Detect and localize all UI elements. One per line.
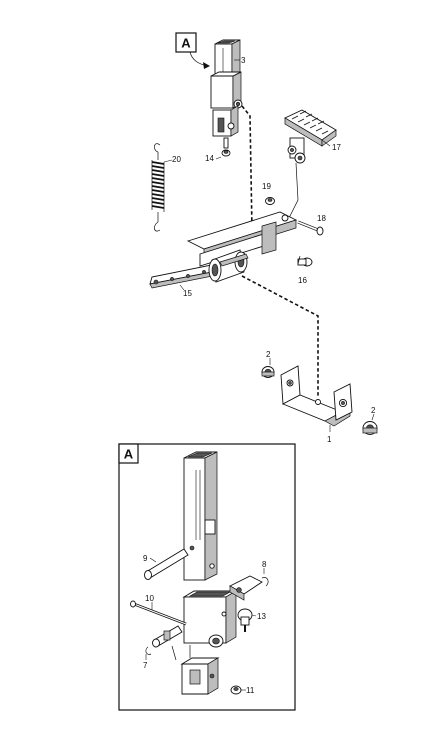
inset-part-10-rod xyxy=(130,600,187,626)
inset-part-9-pin xyxy=(144,548,189,580)
callout-3: 3 xyxy=(241,56,246,65)
inset-detail-label: A xyxy=(124,447,134,462)
callout-14: 14 xyxy=(205,154,214,163)
inset-square-tube xyxy=(183,451,218,581)
connection-line-lower xyxy=(241,275,319,398)
inset-part-7-plunger xyxy=(145,625,183,655)
callout-19: 19 xyxy=(262,182,271,191)
callout-16: 16 xyxy=(298,276,307,285)
callout-1: 1 xyxy=(327,435,332,444)
inset-part-13-knob xyxy=(237,608,253,632)
inset-part-11-nut xyxy=(230,685,242,695)
part-15-lever-shaft xyxy=(149,211,298,289)
callout-10: 10 xyxy=(145,594,154,603)
callout-2-left: 2 xyxy=(266,350,271,359)
callout-2-right: 2 xyxy=(371,406,376,415)
part-20-spring xyxy=(151,143,165,232)
connection-line-upper xyxy=(241,105,263,237)
part-17-pedal xyxy=(283,109,337,229)
callout-8: 8 xyxy=(262,560,267,569)
part-3-tube-assembly xyxy=(210,39,243,157)
callout-18: 18 xyxy=(317,214,326,223)
callout-13: 13 xyxy=(257,612,266,621)
callout-11: 11 xyxy=(246,686,255,695)
detail-reference-badge: A xyxy=(175,32,210,69)
part-2-bushing-left xyxy=(261,366,275,378)
detail-reference-label: A xyxy=(181,36,191,51)
callout-15: 15 xyxy=(183,289,192,298)
callout-7: 7 xyxy=(143,661,148,670)
inset-lower-housing xyxy=(182,590,238,648)
inset-part-8-latch xyxy=(229,575,269,601)
inset-bottom-bracket xyxy=(171,645,220,695)
part-18-bolt xyxy=(297,220,324,236)
part-1-bracket xyxy=(280,365,353,427)
callout-17: 17 xyxy=(332,143,341,152)
part-19-nut xyxy=(265,197,275,205)
callout-9: 9 xyxy=(143,554,148,563)
part-16-bolt xyxy=(297,255,313,267)
callout-20: 20 xyxy=(172,155,181,164)
part-2-bushing-right xyxy=(362,421,378,435)
